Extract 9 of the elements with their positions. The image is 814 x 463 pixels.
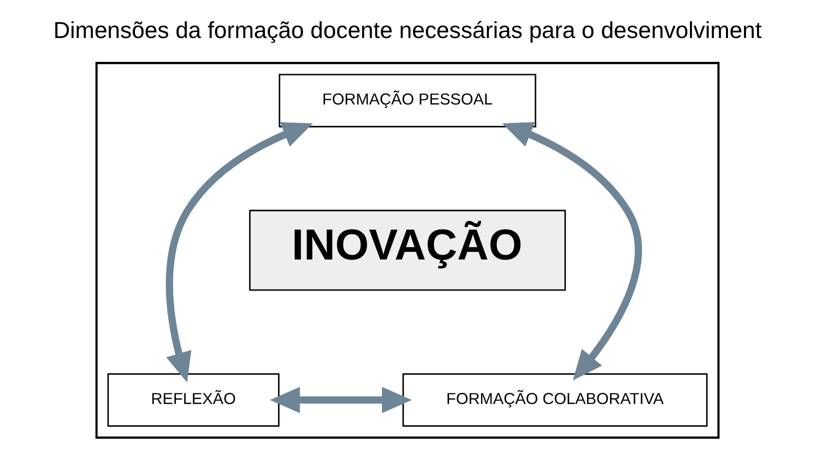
node-box: INOVAÇÃO — [248, 210, 566, 291]
node-box: REFLEXÃO — [106, 373, 279, 427]
node-box: FORMAÇÃO PESSOAL — [278, 74, 536, 128]
arrow — [502, 122, 642, 380]
arrow — [165, 122, 312, 382]
node-box: FORMAÇÃO COLABORATIVA — [402, 373, 708, 427]
arrow — [269, 386, 412, 414]
cluster — [94, 62, 720, 439]
diagram-title: Dimensões da formação docente necessárias para o desenvolviment — [52, 17, 762, 44]
